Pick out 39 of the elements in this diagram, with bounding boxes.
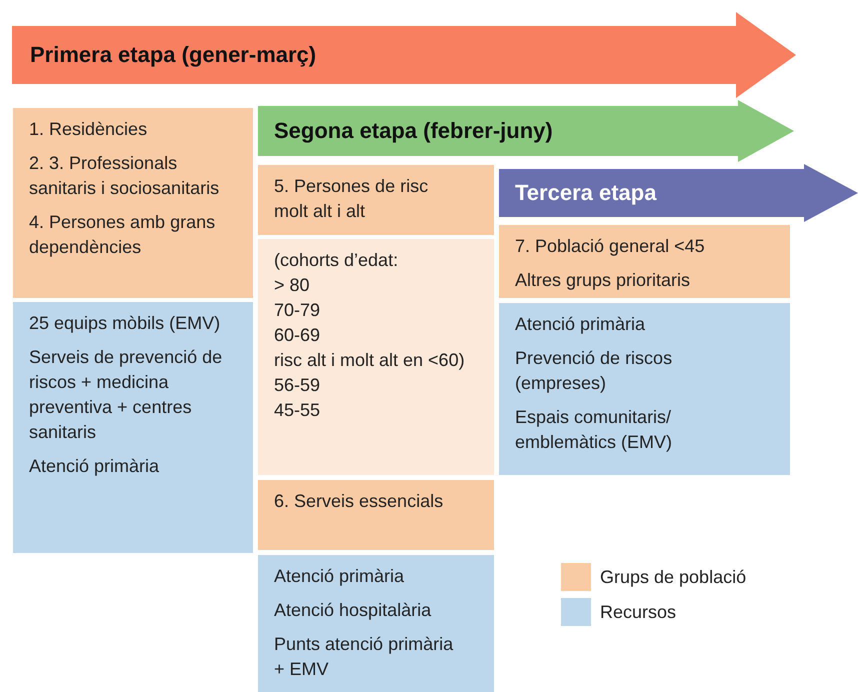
list-item: Atenció primària (515, 313, 646, 336)
stage-band (258, 100, 794, 162)
list-item: Prevenció de riscos (empreses) (515, 347, 674, 395)
stage-band (12, 12, 796, 98)
legend-label: Grups de població (600, 566, 746, 588)
list-item: Punts atenció primària + EMV (274, 633, 454, 681)
stage-band (499, 164, 858, 222)
list-item: 25 equips mòbils (EMV) (29, 312, 222, 335)
list-item: 7. Població general <45 (515, 235, 706, 258)
stage-title: Primera etapa (gener-març) (30, 42, 316, 68)
list-item: (cohorts d’edat: (274, 249, 400, 272)
group-panel (13, 108, 253, 298)
legend-label: Recursos (600, 602, 676, 622)
stage-title: Segona etapa (febrer-juny) (274, 118, 553, 144)
group-panel (258, 165, 494, 235)
list-item: 5. Persones de risc molt alt i alt (274, 175, 430, 223)
list-item: 70-79 (274, 299, 322, 322)
list-item: risc alt i molt alt en <60) (274, 349, 466, 372)
group-panel (499, 225, 790, 298)
list-item: Serveis de prevenció de riscos + medicina preventiva + centres sanitaris (29, 346, 224, 444)
group-panel (258, 239, 494, 475)
group-panel (499, 303, 790, 475)
group-panel (13, 302, 253, 553)
list-item: 45-55 (274, 399, 322, 422)
list-item: Atenció hospitalària (274, 599, 432, 622)
group-panel (258, 480, 494, 550)
list-item: 2. 3. Professionals sanitaris i sociosanitaris (29, 152, 220, 200)
group-panel (258, 555, 494, 692)
list-item: 1. Residències (29, 118, 148, 141)
list-item: Espais comunitaris/ emblemàtics (EMV) (515, 406, 674, 454)
list-item: > 80 (274, 274, 311, 297)
list-item: 60-69 (274, 324, 322, 347)
list-item: Atenció primària (274, 565, 406, 588)
list-item: 56-59 (274, 374, 322, 397)
list-item: Atenció primària (29, 455, 160, 478)
list-item: 4. Persones amb grans dependències (29, 211, 216, 259)
stage-title: Tercera etapa (515, 180, 656, 206)
list-item: 6. Serveis essencials (274, 490, 444, 513)
list-item: Altres grups prioritaris (515, 269, 692, 292)
